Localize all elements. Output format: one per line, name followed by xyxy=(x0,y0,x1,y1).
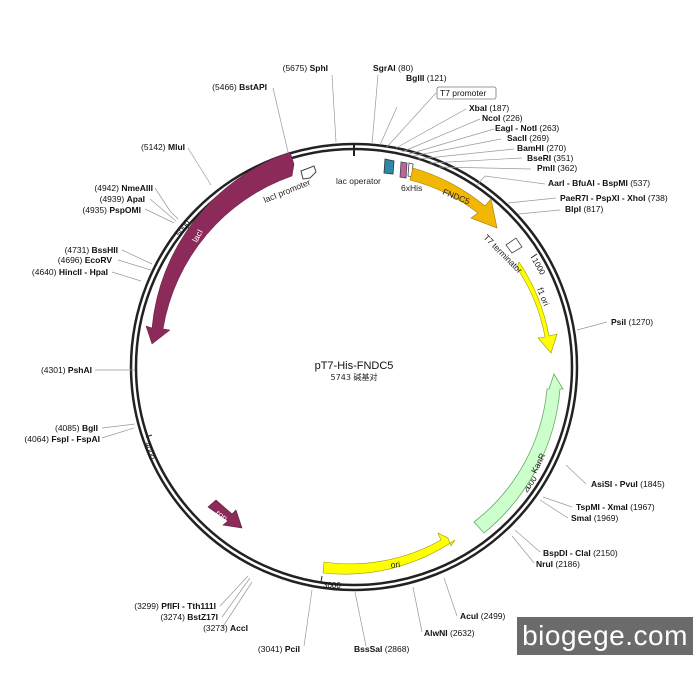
lac-operator-box xyxy=(383,158,395,175)
laci-arrow xyxy=(145,151,295,345)
plasmid-name: pT7-His-FNDC5 xyxy=(315,360,394,372)
f1-ori-arrow xyxy=(516,261,558,354)
his-tag-box xyxy=(399,161,408,179)
site-sgrai: SgrAI (80) xyxy=(373,63,413,73)
t7-promoter-box-label xyxy=(436,86,497,100)
position-ticks xyxy=(145,225,538,583)
t7-terminator-box xyxy=(505,237,523,254)
site-ncoi: NcoI (226) xyxy=(482,113,523,123)
t7-promoter-label: T7 promoter xyxy=(440,88,486,98)
site-bsshii: (4731) BssHII xyxy=(65,245,118,255)
laci-promoter-arrow xyxy=(300,165,317,180)
site-bamhi: BamHI (270) xyxy=(517,143,566,153)
t7-terminator-label: T7 terminator xyxy=(482,232,525,275)
site-smai: SmaI (1969) xyxy=(571,513,618,523)
site-hincii-hpai: (4640) HincII - HpaI xyxy=(32,267,108,277)
site-bstz17i: (3274) BstZ17I xyxy=(160,612,218,622)
site-pmli: PmlI (362) xyxy=(537,163,577,173)
tick-3000: 3000 xyxy=(323,581,341,590)
plasmid-size: 5743 碱基对 xyxy=(331,372,378,382)
site-nmeaiii: (4942) NmeAIII xyxy=(94,183,153,193)
site-pcii: (3041) PciI xyxy=(258,644,300,654)
site-sacii: SacII (269) xyxy=(507,133,549,143)
site-acci: (3273) AccI xyxy=(203,623,248,633)
his-label: 6xHis xyxy=(401,183,422,193)
site-paer7i: PaeR7I - PspXI - XhoI (738) xyxy=(560,193,668,203)
site-acui: AcuI (2499) xyxy=(460,611,506,621)
site-leader-lines xyxy=(95,74,608,647)
site-tspmi-xmai: TspMI - XmaI (1967) xyxy=(576,502,655,512)
site-pshai: (4301) PshAI xyxy=(41,365,92,375)
ori-arrow xyxy=(322,532,456,575)
kanr-arrow xyxy=(473,373,564,534)
site-bgli: (4085) BglI xyxy=(55,423,98,433)
site-bglii: BglII (121) xyxy=(406,73,447,83)
site-sphi: (5675) SphI xyxy=(283,63,328,73)
ori-label: ori xyxy=(390,559,401,570)
site-mlui: (5142) MluI xyxy=(141,142,185,152)
lac-operator-label: lac operator xyxy=(336,176,381,186)
site-labels-left: (5675) SphI (5466) BstAPI (5142) MluI (4… xyxy=(24,63,328,654)
watermark: biogege.com xyxy=(517,617,693,655)
site-asisi-pvui: AsiSI - PvuI (1845) xyxy=(591,479,665,489)
site-bseri: BseRI (351) xyxy=(527,153,573,163)
site-bstapi: (5466) BstAPI xyxy=(212,82,267,92)
site-pspomi: (4935) PspOMI xyxy=(82,205,141,215)
site-fspi-fspai: (4064) FspI - FspAI xyxy=(24,434,100,444)
tick-4000: 4000 xyxy=(143,441,156,461)
site-bspdi-clai: BspDI - ClaI (2150) xyxy=(543,548,618,558)
site-bsssai: BssSaI (2868) xyxy=(354,644,409,654)
site-blpi: BlpI (817) xyxy=(565,204,603,214)
site-alwni: AlwNI (2632) xyxy=(424,628,475,638)
site-eagi-noti: EagI - NotI (263) xyxy=(495,123,559,133)
rop-arrow xyxy=(207,499,243,529)
site-xbai: XbaI (187) xyxy=(469,103,509,113)
site-apai: (4939) ApaI xyxy=(100,194,145,204)
site-aari: AarI - BfuAI - BspMI (537) xyxy=(548,178,650,188)
site-psii: PsiI (1270) xyxy=(611,317,653,327)
site-nrui: NruI (2186) xyxy=(536,559,580,569)
site-pflfi-tth111i: (3299) PflFI - Tth111I xyxy=(134,601,216,611)
site-labels-right: SgrAI (80) BglII (121) XbaI (187) NcoI (… xyxy=(354,63,668,654)
site-ecorv: (4696) EcoRV xyxy=(58,255,113,265)
fndc5-arrow xyxy=(409,167,498,229)
